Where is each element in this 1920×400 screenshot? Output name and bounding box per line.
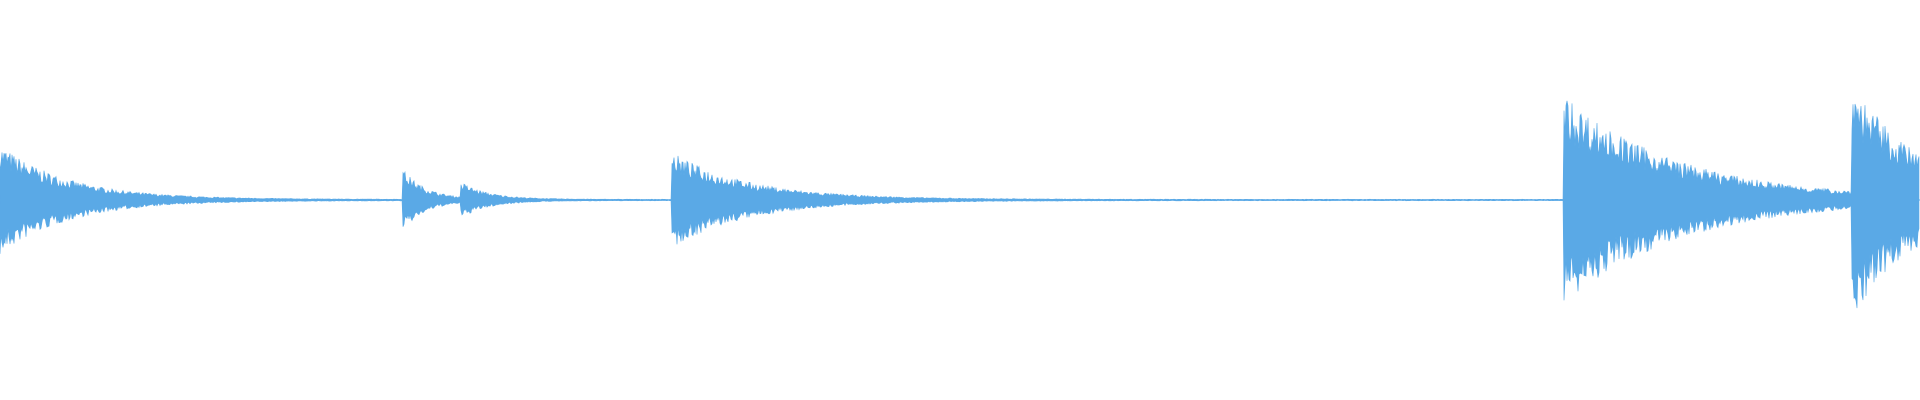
waveform-shape bbox=[0, 100, 1920, 309]
